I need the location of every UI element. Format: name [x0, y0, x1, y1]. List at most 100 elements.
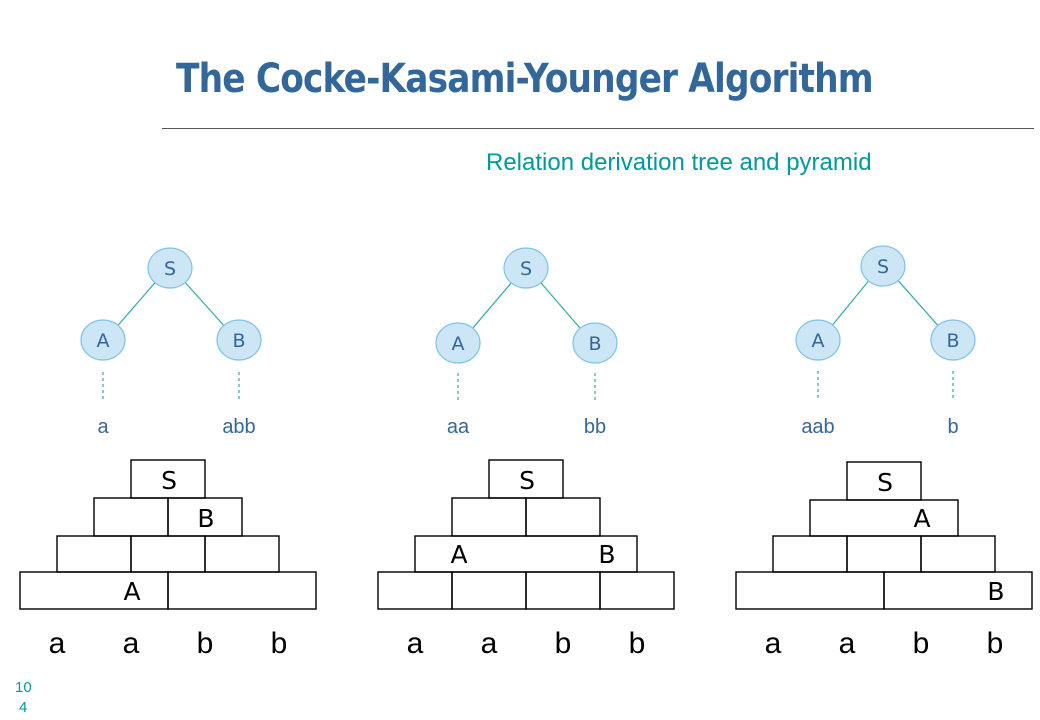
page-number: 10 4	[15, 678, 39, 718]
pyramid-cell-label: A	[913, 504, 930, 533]
input-word-symbol: b	[555, 627, 572, 660]
tree-yield-left: a	[97, 416, 109, 438]
pyramid-cell: A	[19, 571, 169, 610]
input-word-symbol: a	[839, 627, 856, 660]
tree-yield-right: b	[947, 416, 958, 438]
pyramid-cell-label: B	[197, 504, 214, 533]
pyramid-cell-label: A	[450, 540, 467, 569]
pyramid-cell	[525, 497, 601, 537]
pyramid-cell-label: S	[161, 466, 177, 495]
slide-title: The Cocke-Kasami-Younger Algorithm	[176, 56, 874, 102]
pyramid-cell: B	[167, 497, 243, 537]
pyramid-cell-label: S	[877, 468, 893, 497]
pyramid-cell	[93, 497, 169, 537]
pyramid-cell-label: S	[519, 466, 535, 495]
tree-node-label-left: A	[812, 330, 825, 352]
tree-node-left	[795, 319, 841, 361]
tree-edge-left	[831, 279, 870, 327]
pyramid-cell-box	[204, 535, 280, 573]
tree-yield-left: aa	[447, 416, 470, 438]
tree-edge-left	[116, 281, 157, 327]
tree-edge-right	[539, 281, 582, 330]
pyramid-cell	[920, 535, 996, 573]
tree-node-right	[572, 322, 618, 364]
pyramid-cell	[451, 571, 527, 610]
slide-subtitle: Relation derivation tree and pyramid	[486, 149, 872, 176]
tree-node-label-right: B	[946, 330, 959, 352]
tree-node-label-root: S	[164, 258, 176, 280]
input-word-symbol: a	[123, 627, 140, 660]
pyramid-cell	[204, 535, 280, 573]
pyramid-cell: S	[488, 459, 564, 499]
pyramid-cell	[167, 571, 317, 610]
pyramid-cell	[451, 497, 527, 537]
pyramid-cell: B	[883, 571, 1033, 610]
pyramid-cell-box	[19, 571, 169, 610]
pyramid-cell	[130, 535, 206, 573]
page-number-line-2: 4	[19, 699, 28, 716]
pyramid-cell-box	[377, 571, 453, 610]
tree-node-left	[80, 319, 126, 361]
pyramid-cell-label: A	[123, 577, 140, 606]
tree-yield-right: abb	[222, 416, 255, 438]
pyramid-cell	[772, 535, 848, 573]
pyramid-cell	[846, 535, 922, 573]
derivation-tree-2: S A Baa bb	[435, 247, 618, 438]
input-word-symbol: a	[481, 627, 498, 660]
pyramid-cell-box	[883, 571, 1033, 610]
tree-node-root	[503, 247, 549, 289]
tree-node-root	[147, 247, 193, 289]
pyramid-cell-box	[167, 571, 317, 610]
pyramid-cell: S	[130, 459, 206, 499]
tree-node-label-root: S	[877, 256, 889, 278]
pyramid-cell-box	[525, 571, 601, 610]
tree-node-label-right: B	[588, 333, 601, 355]
pyramid-cell-label: B	[598, 540, 615, 569]
pyramid-cell-label: B	[987, 577, 1004, 606]
pyramid-cell-box	[920, 535, 996, 573]
pyramid-cell	[525, 571, 601, 610]
pyramid-cell	[599, 571, 675, 610]
input-word-symbol: b	[913, 627, 930, 660]
tree-edge-left	[471, 281, 513, 330]
tree-node-root	[860, 245, 906, 287]
page-number-line-1: 10	[15, 679, 32, 696]
pyramid-cell-box	[56, 535, 132, 573]
input-word-symbol: b	[987, 627, 1004, 660]
pyramid-cell-box	[599, 571, 675, 610]
input-word-symbol: b	[197, 627, 214, 660]
tree-node-label-left: A	[97, 330, 110, 352]
pyramid-cell	[377, 571, 453, 610]
tree-node-label-root: S	[520, 258, 532, 280]
cyk-pyramid-1: SB Aa a b b	[19, 459, 317, 660]
cyk-pyramid-3: SA Ba a b b	[735, 461, 1033, 660]
tree-node-right	[930, 319, 976, 361]
input-word-symbol: b	[629, 627, 646, 660]
tree-edge-right	[184, 281, 225, 327]
input-word-symbol: a	[49, 627, 66, 660]
tree-edge-right	[896, 279, 940, 327]
pyramid-cell-box	[93, 497, 169, 537]
tree-node-left	[435, 322, 481, 364]
title-divider	[162, 128, 1034, 129]
pyramid-cell: S	[846, 461, 922, 501]
input-word-symbol: a	[407, 627, 424, 660]
pyramid-cell-box	[772, 535, 848, 573]
pyramid-cell	[735, 571, 885, 610]
pyramid-cell-box	[525, 497, 601, 537]
tree-node-label-left: A	[452, 333, 465, 355]
input-word-symbol: a	[765, 627, 782, 660]
pyramid-cell-box	[451, 497, 527, 537]
input-word-symbol: b	[271, 627, 288, 660]
pyramid-cell: A	[809, 499, 959, 537]
pyramid-cell-box	[130, 535, 206, 573]
tree-yield-right: bb	[584, 416, 606, 438]
pyramid-cell-box	[735, 571, 885, 610]
